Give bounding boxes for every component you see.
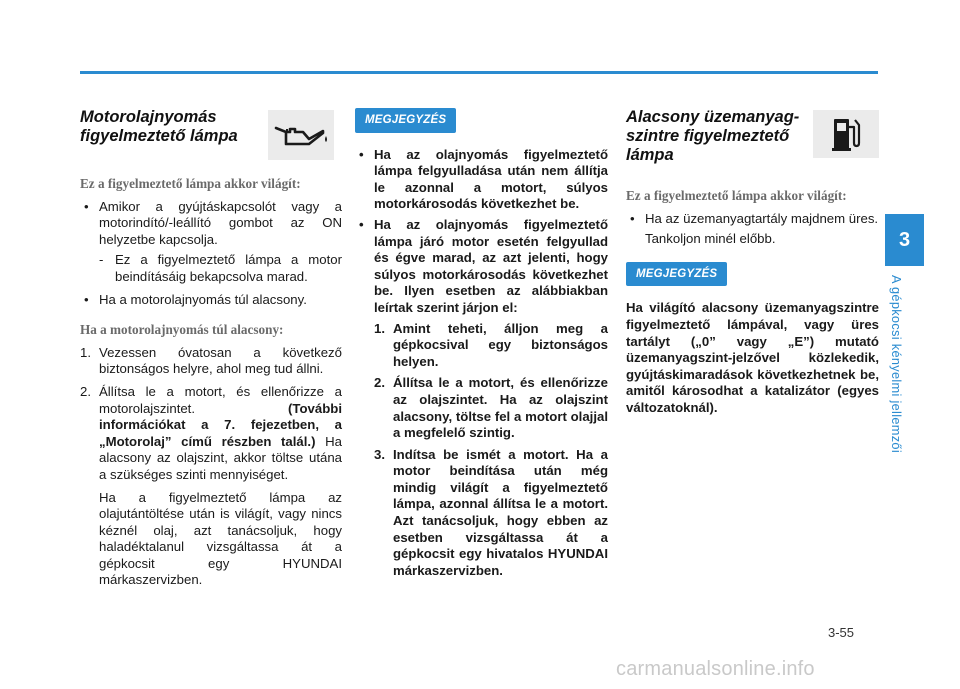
title-line: Motorolajnyomás — [80, 108, 217, 126]
section-title: Alacsony üzemanyag- szintre figyelmeztet… — [626, 108, 879, 165]
chapter-side-title: A gépkocsi kényelmi jellemzői — [889, 275, 904, 453]
title-line: lámpa — [626, 146, 674, 164]
oil-can-icon — [274, 126, 327, 146]
column-note: MEGJEGYZÉS Ha az olajnyomás figyelmeztet… — [355, 108, 608, 584]
oil-warning-icon-box — [268, 110, 334, 160]
dash-item: -Ez a figyelmeztető lámpa a motor beindí… — [99, 252, 342, 284]
column-oil-pressure: Motorolajnyomás figyelmeztető lámpa Ez a… — [80, 108, 342, 595]
note-badge: MEGJEGYZÉS — [626, 261, 728, 287]
note-text: Ha világító alacsony üzemanyagszintre fi… — [626, 300, 879, 415]
section-header: Alacsony üzemanyag- szintre figyelmeztet… — [626, 108, 879, 180]
chapter-tab: 3 — [885, 214, 924, 266]
step-item: 3. Indítsa be ismét a motort. Ha a motor… — [374, 446, 608, 578]
subheading: Ez a figyelmeztető lámpa akkor világít: — [626, 188, 847, 203]
paragraph: Tankoljon minél előbb. — [645, 231, 776, 247]
subheading: Ha a motorolajnyomás túl alacsony: — [80, 322, 284, 338]
note-list: Ha az olajnyomás figyelmeztető lámpa fel… — [355, 147, 608, 580]
title-line: figyelmeztető lámpa — [80, 127, 238, 145]
step-item: 2. Állítsa le a motort, és ellenőrizze a… — [80, 383, 342, 482]
step-item: 1. Vezessen óvatosan a következő biztons… — [80, 344, 342, 377]
step-item: 1. Amint teheti, álljon meg a gépkocsiva… — [374, 320, 608, 369]
condition-list: Ha az üzemanyagtartály majdnem üres. Tan… — [626, 211, 879, 248]
watermark: carmanualsonline.info — [616, 658, 815, 680]
subheading: Ez a figyelmeztető lámpa akkor világít: — [80, 176, 301, 191]
header-rule — [80, 71, 878, 74]
fuel-warning-icon-box — [813, 110, 879, 158]
note-steps: 1. Amint teheti, álljon meg a gépkocsiva… — [374, 321, 608, 580]
step-item: 2. Állítsa le a motort, és ellenőrizze a… — [374, 375, 608, 441]
page-number: 3-55 — [828, 625, 855, 640]
note-badge: MEGJEGYZÉS — [355, 108, 457, 133]
paragraph: Ha a figyelmeztető lámpa az olajutántölt… — [99, 489, 342, 588]
list-item: Ha a motorolajnyomás túl alacsony. — [80, 292, 342, 309]
list-item: Ha az olajnyomás figyelmeztető lámpa jár… — [355, 217, 608, 579]
condition-list: Amikor a gyújtáskapcsolót vagy a motorin… — [80, 199, 342, 309]
title-line: szintre figyelmeztető — [626, 127, 790, 145]
list-item: Ha az üzemanyagtartály majdnem üres. Tan… — [626, 211, 879, 248]
list-item: Ha az olajnyomás figyelmeztető lámpa fel… — [355, 147, 608, 213]
fuel-pump-icon — [832, 119, 861, 151]
list-item: Amikor a gyújtáskapcsolót vagy a motorin… — [80, 199, 342, 286]
column-low-fuel: Alacsony üzemanyag- szintre figyelmeztet… — [626, 108, 879, 417]
section-header: Motorolajnyomás figyelmeztető lámpa — [80, 108, 342, 168]
section-title: Motorolajnyomás figyelmeztető lámpa — [80, 108, 342, 146]
title-line: Alacsony üzemanyag- — [626, 108, 800, 126]
